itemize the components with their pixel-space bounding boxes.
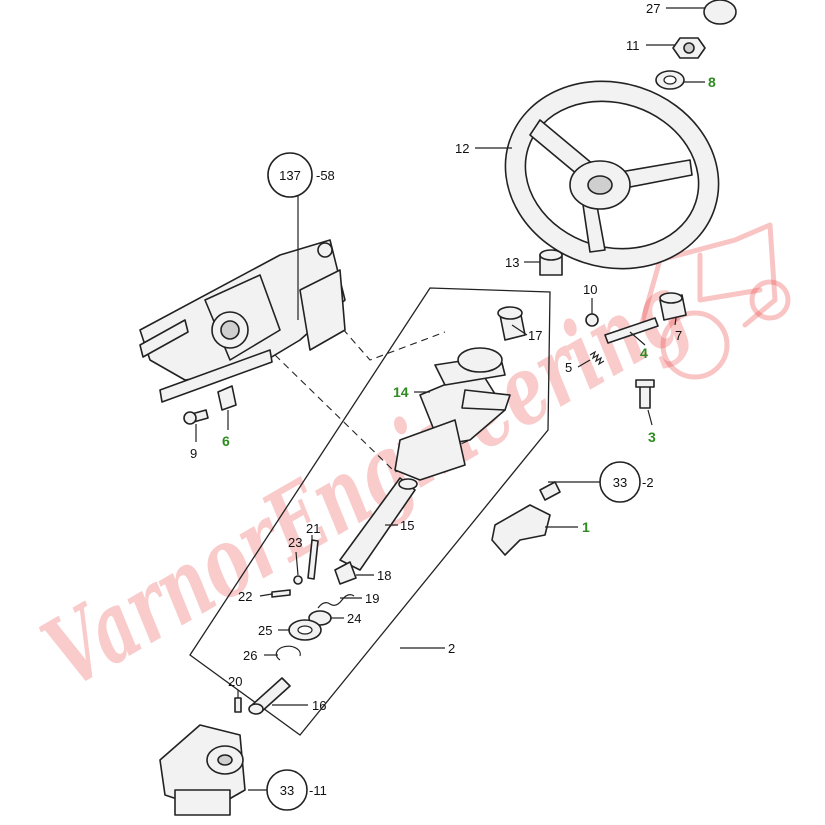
label-1: 1 xyxy=(582,519,590,535)
sleeve-7 xyxy=(659,292,687,321)
ref-33-11-circle-text: 33 xyxy=(280,783,294,798)
cap-27 xyxy=(703,0,737,25)
dashed-guide-upper xyxy=(334,319,446,361)
label-19: 19 xyxy=(365,591,379,606)
ref-33-11: 33 -11 xyxy=(266,769,327,811)
support-bracket xyxy=(139,239,346,403)
label-23: 23 xyxy=(288,535,302,550)
clip-1 xyxy=(491,504,551,556)
steering-unit xyxy=(159,724,246,816)
label-13: 13 xyxy=(505,255,519,270)
nut-11 xyxy=(672,37,706,59)
nut-10 xyxy=(585,313,599,327)
label-26: 26 xyxy=(243,648,257,663)
label-11: 11 xyxy=(626,38,640,53)
ref-137-suffix: -58 xyxy=(316,168,335,183)
ball-23 xyxy=(293,575,303,585)
bolt-9 xyxy=(183,409,209,425)
label-20: 20 xyxy=(228,674,242,689)
ref-137-circle-text: 137 xyxy=(279,168,301,183)
yoke-18 xyxy=(334,561,357,585)
label-7: 7 xyxy=(675,328,682,343)
bolt-33-2 xyxy=(539,481,561,501)
plate-6 xyxy=(217,385,237,411)
ref-33-11-suffix: -11 xyxy=(309,783,327,798)
snap-ring-26 xyxy=(275,645,301,661)
bearing-25 xyxy=(288,619,322,641)
label-12: 12 xyxy=(455,141,469,156)
label-2: 2 xyxy=(448,641,455,656)
bolt-3 xyxy=(635,379,655,409)
pin-22 xyxy=(271,589,291,598)
ref-137-58: 137 -58 xyxy=(267,152,335,198)
column-tube xyxy=(339,477,418,571)
spring-5 xyxy=(589,350,605,366)
steering-wheel xyxy=(504,80,720,270)
label-17: 17 xyxy=(528,328,542,343)
leader-lines xyxy=(195,7,705,791)
label-10: 10 xyxy=(583,282,597,297)
label-18: 18 xyxy=(377,568,391,583)
label-3: 3 xyxy=(648,429,656,445)
bearing-17 xyxy=(497,306,526,341)
spring-19 xyxy=(317,594,355,609)
pin-21 xyxy=(307,539,319,580)
pin-4 xyxy=(604,317,659,344)
label-21: 21 xyxy=(306,521,320,536)
ref-33-2: 33 -2 xyxy=(599,461,654,503)
label-27: 27 xyxy=(646,1,660,16)
label-14: 14 xyxy=(393,384,409,400)
label-25: 25 xyxy=(258,623,272,638)
label-22: 22 xyxy=(238,589,252,604)
ref-33-2-circle-text: 33 xyxy=(613,475,627,490)
washer-8 xyxy=(655,70,685,90)
column-assembly-frame xyxy=(189,287,551,736)
watermark-tractor-icon xyxy=(637,222,791,380)
label-6: 6 xyxy=(222,433,230,449)
part-labels: 27 11 8 12 13 17 10 7 4 5 3 14 9 6 1 15 … xyxy=(190,1,716,713)
pin-20 xyxy=(234,697,242,713)
label-16: 16 xyxy=(312,698,326,713)
label-24: 24 xyxy=(347,611,361,626)
sleeve-13 xyxy=(539,249,563,276)
label-15: 15 xyxy=(400,518,414,533)
label-5: 5 xyxy=(565,360,572,375)
ref-33-2-suffix: -2 xyxy=(642,475,654,490)
label-9: 9 xyxy=(190,446,197,461)
label-8: 8 xyxy=(708,74,716,90)
label-4: 4 xyxy=(640,345,648,361)
column-bracket xyxy=(394,347,511,481)
shaft-16 xyxy=(248,677,291,715)
